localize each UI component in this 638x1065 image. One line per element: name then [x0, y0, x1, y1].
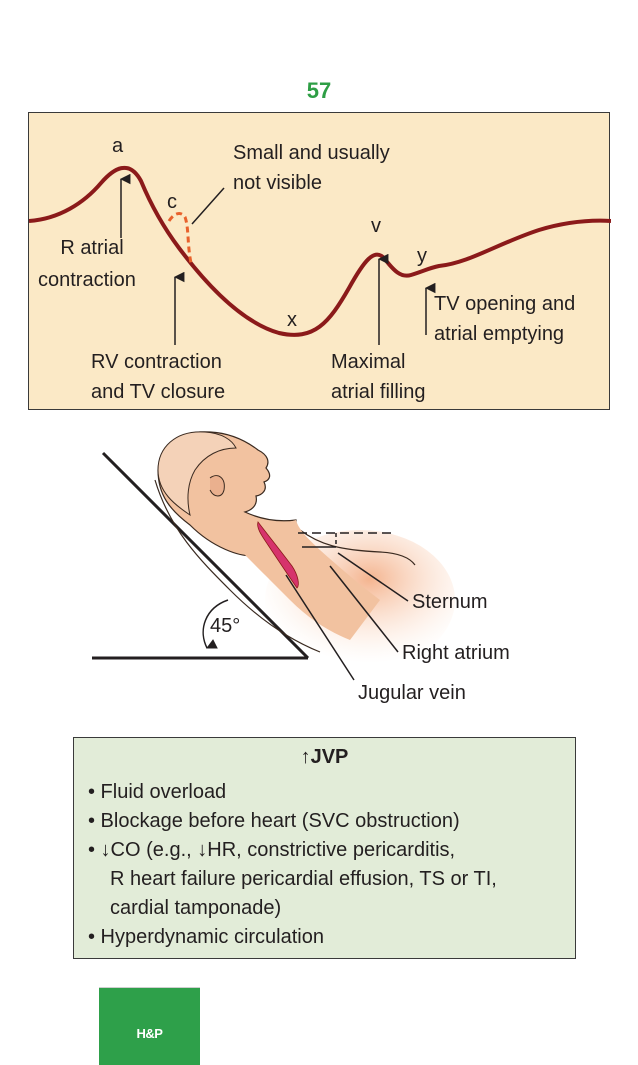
list-item: • Blockage before heart (SVC obstruction… [88, 810, 460, 832]
label-a: a [112, 135, 124, 157]
hair [157, 431, 237, 517]
list-item: • ↓CO (e.g., ↓HR, constrictive pericardi… [88, 839, 456, 861]
neck [225, 520, 380, 640]
small-note-line1: Small and usually [233, 142, 390, 164]
tv-opening-line2: atrial emptying [434, 323, 565, 345]
jvp-waveform-panel: a c Small and usually not visible v y x … [28, 112, 611, 410]
section-tab-hp[interactable]: H&P [99, 987, 200, 1065]
raised-jvp-causes-box: ↑JVP • Fluid overload • Blockage before … [73, 737, 576, 959]
angle-arc [202, 599, 229, 649]
sternum-leader [337, 552, 409, 602]
label-y: y [417, 245, 427, 267]
list-item: • Hyperdynamic circulation [88, 926, 324, 948]
right-atrium-label: Right atrium [402, 642, 510, 664]
maximal-filling-line1: Maximal [331, 351, 406, 373]
sternum-label: Sternum [412, 591, 488, 613]
c-wave-dashed [167, 212, 193, 264]
rv-contraction-line2: and TV closure [91, 381, 226, 403]
right-atrium-leader [329, 565, 399, 653]
label-c: c [167, 191, 177, 213]
rv-contraction-line1: RV contraction [91, 351, 222, 373]
small-note-pointer [191, 187, 225, 225]
list-item-continuation: R heart failure pericardial effusion, TS… [110, 868, 497, 890]
jvp-box-title: ↑JVP [300, 746, 349, 768]
jvp-waveform-curve [29, 166, 611, 337]
patient-45-degree-illustration [92, 431, 455, 681]
section-tab-label: H&P [136, 1026, 163, 1041]
jvp-waveform-diagram [29, 166, 611, 345]
jugular-vein-shape [257, 521, 299, 589]
jvp-causes-list: • Fluid overload • Blockage before heart… [88, 778, 497, 952]
torso-outline [154, 479, 321, 653]
angle-label: 45° [210, 615, 241, 637]
label-v: v [371, 215, 381, 237]
ear [209, 475, 225, 497]
jugular-vein-label: Jugular vein [358, 682, 466, 704]
r-atrial-line1: R atrial [60, 237, 124, 259]
shoulder-outline [299, 529, 416, 566]
page-number: 57 [306, 78, 332, 103]
label-x: x [287, 309, 297, 331]
tv-opening-line1: TV opening and [434, 293, 576, 315]
small-note-line2: not visible [233, 172, 322, 194]
jugular-vein-leader [285, 574, 355, 681]
list-item: • Fluid overload [88, 781, 227, 803]
list-item-continuation: cardial tamponade) [110, 897, 282, 919]
maximal-filling-line2: atrial filling [331, 381, 426, 403]
r-atrial-line2: contraction [38, 269, 136, 291]
